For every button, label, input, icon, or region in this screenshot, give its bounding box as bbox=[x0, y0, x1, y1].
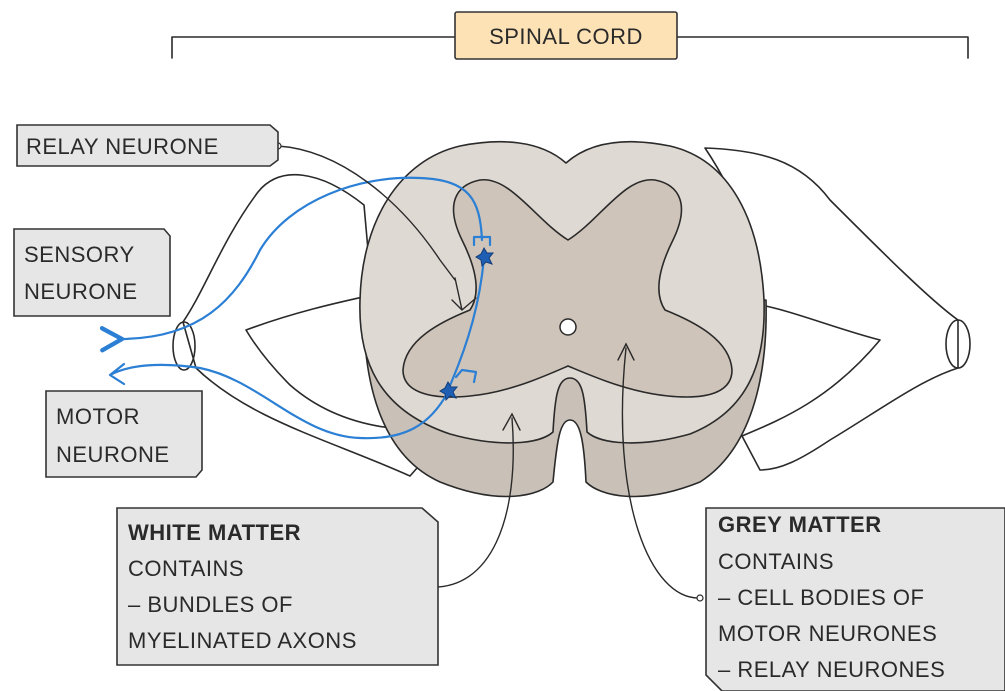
motor-label-line2: NEURONE bbox=[56, 442, 170, 467]
grey-matter-heading: GREY MATTER bbox=[718, 512, 882, 537]
grey-matter-pointer-dot bbox=[697, 595, 703, 601]
sensory-label-line2: NEURONE bbox=[24, 279, 138, 304]
relay-label: RELAY NEURONE bbox=[26, 134, 219, 159]
white-matter-line2: – BUNDLES OF bbox=[128, 592, 293, 617]
title-text: SPINAL CORD bbox=[489, 24, 643, 49]
white-matter-heading: WHITE MATTER bbox=[128, 520, 301, 545]
grey-matter-line1: CONTAINS bbox=[718, 549, 834, 574]
grey-matter-line2: – CELL BODIES OF bbox=[718, 585, 924, 610]
motor-label-line1: MOTOR bbox=[56, 404, 140, 429]
white-matter-line1: CONTAINS bbox=[128, 556, 244, 581]
white-matter-line3: MYELINATED AXONS bbox=[128, 628, 357, 653]
central-canal bbox=[560, 319, 576, 335]
grey-matter-line3: MOTOR NEURONES bbox=[718, 621, 937, 646]
motor-arrowhead bbox=[110, 364, 124, 384]
left-nerve-end bbox=[173, 322, 195, 370]
grey-matter-line4: – RELAY NEURONES bbox=[718, 657, 945, 682]
sensory-label-line1: SENSORY bbox=[24, 242, 135, 267]
